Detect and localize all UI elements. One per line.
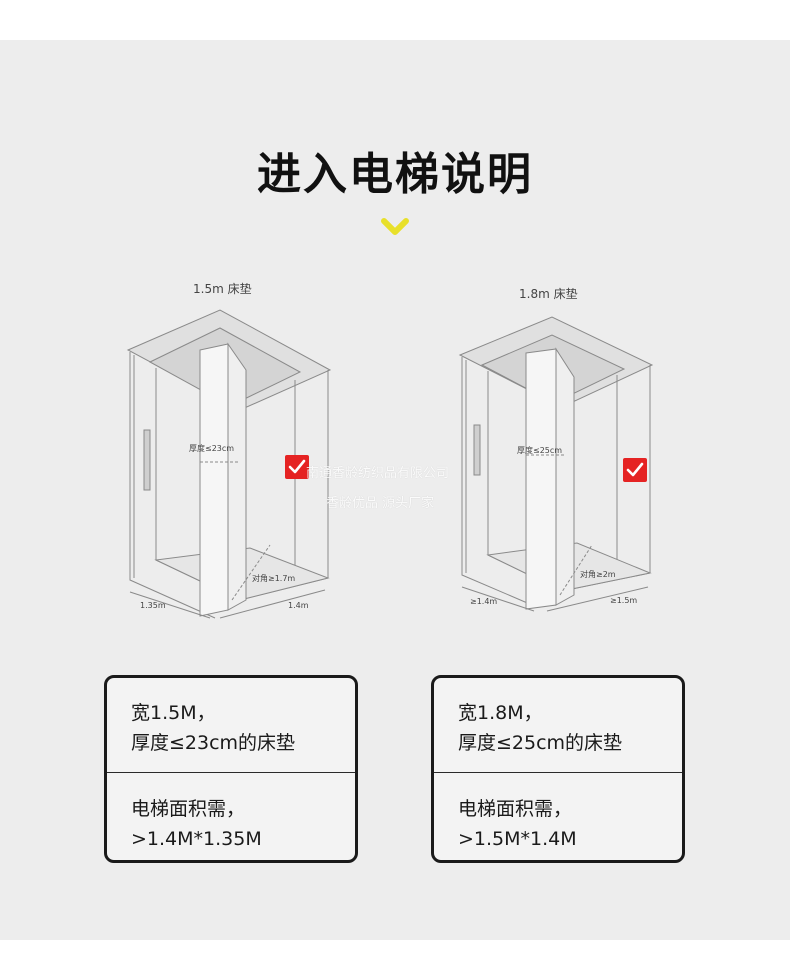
mattress-width: 宽1.8M， — [458, 702, 543, 724]
mattress-thickness: 厚度≤25cm的床垫 — [458, 732, 623, 754]
check-icon-1 — [285, 455, 309, 479]
width-dim-1: 1.4m — [288, 601, 309, 610]
elevator-area-value: >1.4M*1.35M — [131, 828, 262, 850]
thickness-label-2: 厚度≤25cm — [517, 446, 563, 455]
width-dim-2: ≥1.5m — [610, 596, 638, 605]
spec-card-2: 宽1.8M， 厚度≤25cm的床垫 电梯面积需， >1.5M*1.4M — [431, 675, 685, 863]
spec-card-2-elevator: 电梯面积需， >1.5M*1.4M — [434, 774, 682, 854]
elevator-area-label: 电梯面积需， — [458, 798, 573, 820]
spec-card-1-mattress: 宽1.5M， 厚度≤23cm的床垫 — [107, 678, 355, 773]
diagram-label-2: 1.8m 床垫 — [519, 287, 578, 301]
check-icon-2 — [623, 458, 647, 482]
spec-card-2-mattress: 宽1.8M， 厚度≤25cm的床垫 — [434, 678, 682, 773]
watermark-slogan: 香龄优品 源头厂家 — [326, 496, 435, 511]
page-title: 进入电梯说明 — [257, 149, 533, 200]
elevator-area-value: >1.5M*1.4M — [458, 828, 577, 850]
watermark-company: 南通香龄纺织品有限公司 — [306, 466, 450, 481]
diagonal-label-2: 对角≥2m — [580, 570, 616, 579]
mattress-width: 宽1.5M， — [131, 702, 216, 724]
thickness-label-1: 厚度≤23cm — [189, 444, 235, 453]
depth-dim-1: 1.35m — [140, 601, 166, 610]
chevron-down-icon — [381, 218, 409, 235]
spec-card-1: 宽1.5M， 厚度≤23cm的床垫 电梯面积需， >1.4M*1.35M — [104, 675, 358, 863]
diagram-label-1: 1.5m 床垫 — [193, 282, 252, 296]
depth-dim-2: ≥1.4m — [470, 597, 498, 606]
elevator-diagram-1 — [126, 309, 332, 619]
mattress-thickness: 厚度≤23cm的床垫 — [131, 732, 296, 754]
diagonal-label-1: 对角≥1.7m — [252, 574, 296, 583]
elevator-diagram-2 — [458, 316, 654, 612]
elevator-area-label: 电梯面积需， — [131, 798, 246, 820]
spec-card-1-elevator: 电梯面积需， >1.4M*1.35M — [107, 774, 355, 854]
